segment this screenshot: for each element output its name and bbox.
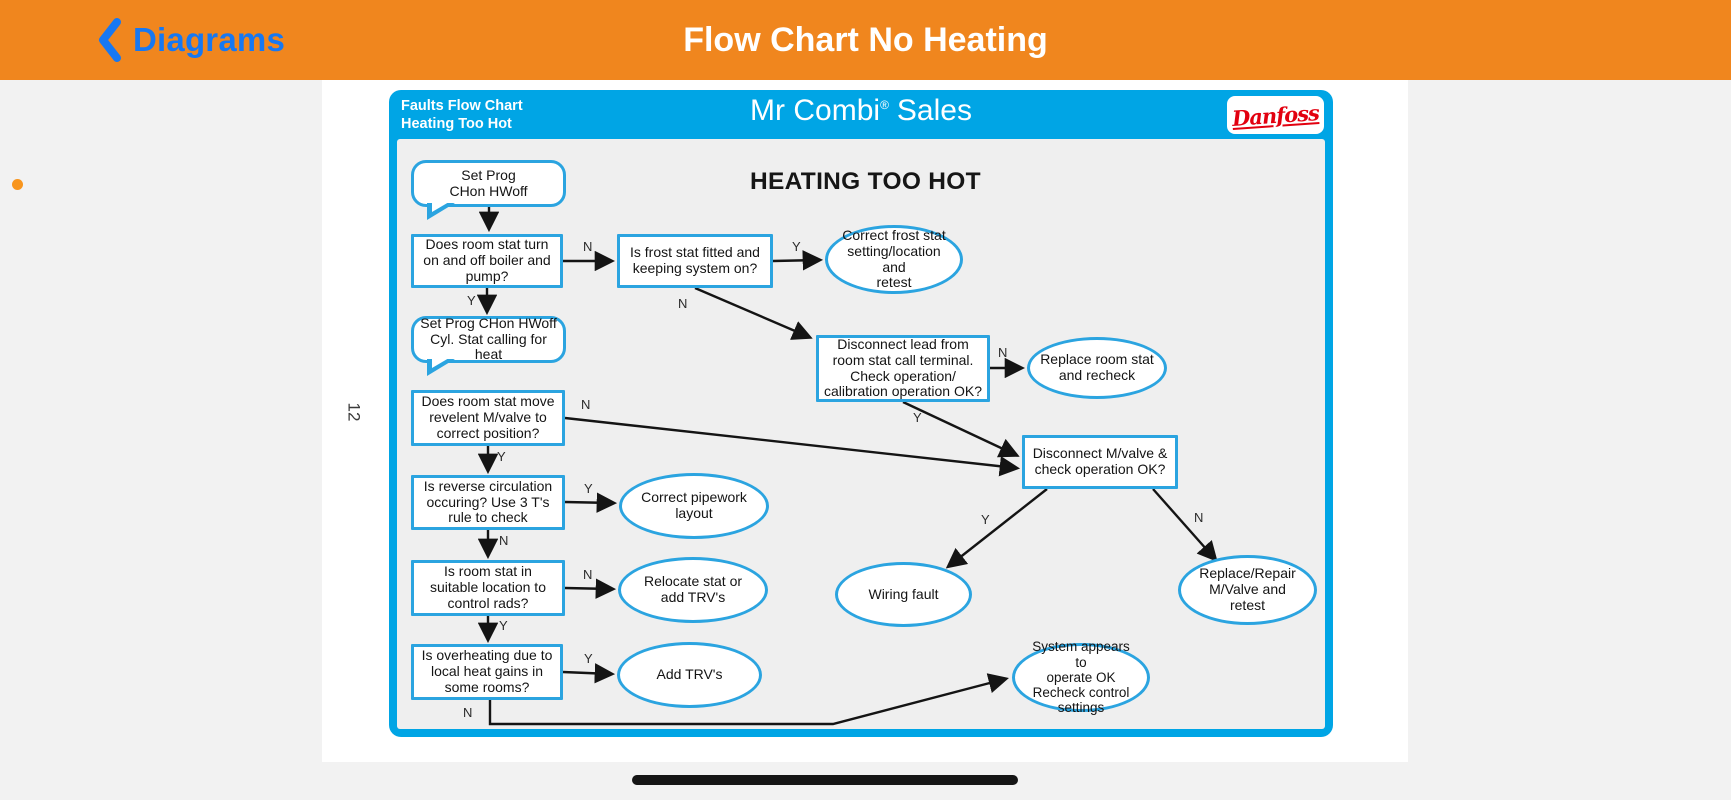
danfoss-logo: Danfoss <box>1227 96 1324 134</box>
node-cyl-stat-bubble: Set Prog CHon HWoff Cyl. Stat calling fo… <box>411 315 566 376</box>
flowchart-subtitle: Faults Flow Chart Heating Too Hot <box>401 97 523 133</box>
edge-label: Y <box>584 481 593 496</box>
node-q-stat-location: Is room stat in suitable location to con… <box>411 560 565 616</box>
node-q-disconnect-lead: Disconnect lead from room stat call term… <box>816 335 990 402</box>
edge-label: Y <box>467 293 476 308</box>
flow-arrows <box>476 207 1218 726</box>
edge-label: Y <box>913 410 922 425</box>
edge-label: Y <box>792 239 801 254</box>
brand-pre: Mr Combi <box>750 94 881 127</box>
edge-label: N <box>998 345 1008 360</box>
edge-label: Y <box>584 651 593 666</box>
nav-bar: Diagrams Flow Chart No Heating <box>0 0 1731 80</box>
edge-label: N <box>499 533 509 548</box>
edge-label: Y <box>981 512 990 527</box>
edge-label: N <box>678 296 688 311</box>
flowchart-header: Faults Flow Chart Heating Too Hot Mr Com… <box>389 90 1333 139</box>
flowchart: Faults Flow Chart Heating Too Hot Mr Com… <box>389 90 1333 737</box>
node-replace-valve: Replace/Repair M/Valve and retest <box>1178 555 1317 625</box>
node-q-room-stat-switch: Does room stat turn on and off boiler an… <box>411 234 563 288</box>
edge-label: N <box>1194 510 1204 525</box>
back-chevron-icon <box>99 18 121 62</box>
brand-title: Mr Combi® Sales <box>750 94 972 128</box>
node-q-reverse-circulation: Is reverse circulation occuring? Use 3 T… <box>411 475 565 530</box>
node-correct-frost: Correct frost stat setting/location and … <box>825 225 963 294</box>
edge-label: N <box>583 567 593 582</box>
edge-label: N <box>581 397 591 412</box>
flowchart-panel: HEATING TOO HOT Set Prog CHon HWoff Does… <box>397 139 1325 729</box>
orange-marker-dot <box>12 179 23 190</box>
danfoss-logo-text: Danfoss <box>1231 99 1320 131</box>
flowchart-subtitle-line1: Faults Flow Chart <box>401 98 523 114</box>
node-add-trv: Add TRV's <box>617 642 762 708</box>
edge-label: N <box>583 239 593 254</box>
node-correct-pipework: Correct pipework layout <box>619 473 769 539</box>
page-number: 12 <box>344 402 364 422</box>
node-q-disconnect-valve: Disconnect M/valve & check operation OK? <box>1022 435 1178 489</box>
edge-label: Y <box>497 449 506 464</box>
node-q-room-stat-valve: Does room stat move revelent M/valve to … <box>411 390 565 446</box>
chart-title: HEATING TOO HOT <box>750 168 981 195</box>
back-button-label: Diagrams <box>133 21 286 58</box>
node-q-overheating: Is overheating due to local heat gains i… <box>411 644 563 700</box>
brand-post: Sales <box>896 94 972 127</box>
home-indicator[interactable] <box>632 775 1018 785</box>
back-button[interactable]: Diagrams <box>96 0 285 80</box>
node-q-frost-stat: Is frost stat fitted and keeping system … <box>617 234 773 288</box>
registered-mark: ® <box>880 98 889 112</box>
flowchart-subtitle-line2: Heating Too Hot <box>401 116 512 133</box>
node-wiring-fault: Wiring fault <box>835 562 972 627</box>
node-start-bubble: Set Prog CHon HWoff <box>411 160 566 220</box>
edge-label: Y <box>499 618 508 633</box>
edge-label: N <box>463 705 473 720</box>
node-system-ok: System appears to operate OK Recheck con… <box>1012 639 1150 715</box>
node-relocate-stat: Relocate stat or add TRV's <box>618 557 768 623</box>
node-replace-stat: Replace room stat and recheck <box>1027 337 1167 399</box>
